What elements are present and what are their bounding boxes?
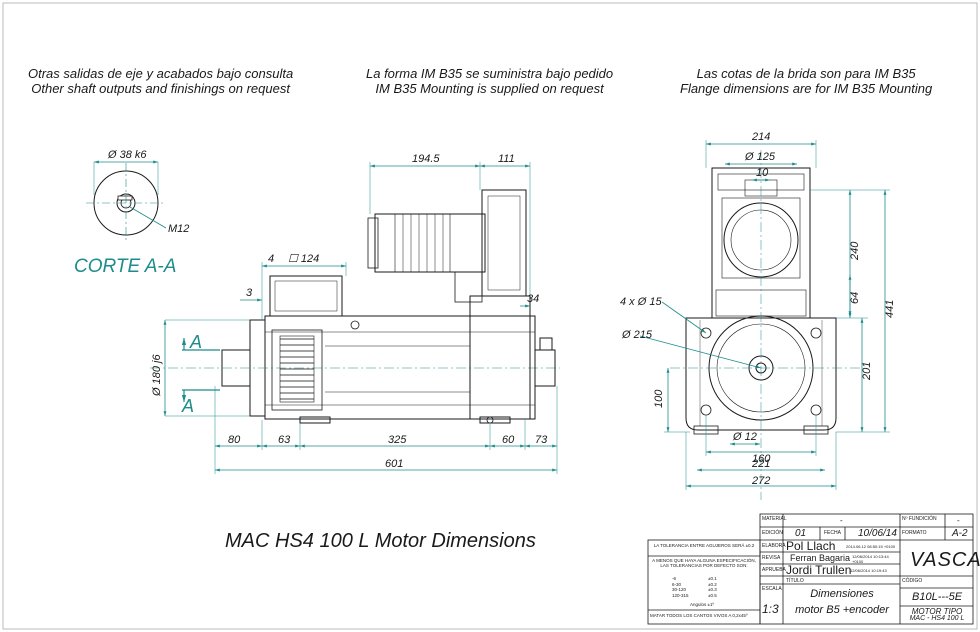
- tb-motor-tipo-2: MAC - HS4 100 L: [909, 615, 965, 622]
- dim-4: 4: [268, 253, 274, 265]
- note-im-b35: La forma IM B35 se suministra bajo pedid…: [366, 66, 613, 96]
- tb-tol-row: -6±0.1: [672, 576, 717, 581]
- dim-160: 160: [752, 453, 771, 465]
- title-block-grid: [647, 513, 974, 625]
- dim-3: 3: [246, 287, 253, 299]
- dim-325: 325: [388, 434, 407, 446]
- tb-aprueba-date: 12/06/2014 10:19:43: [850, 568, 887, 573]
- tb-aprueba-value: Jordi Trullen: [786, 563, 852, 577]
- dim-194-5: 194.5: [412, 153, 440, 165]
- note-b35-en: IM B35 Mounting is supplied on request: [375, 81, 604, 96]
- dim-73: 73: [535, 434, 548, 446]
- dim-111: 111: [498, 153, 515, 165]
- section-label: CORTE A-A: [74, 256, 176, 277]
- tb-fecha-value: 10/06/14: [858, 528, 897, 539]
- dim-dia-12: Ø 12: [732, 431, 757, 443]
- tb-elabora-date: 2014.06.12 08:50:15 +0100: [846, 544, 896, 549]
- section-dia-label: Ø 38 k6: [107, 149, 147, 161]
- note-b35-es: La forma IM B35 se suministra bajo pedid…: [366, 66, 614, 81]
- dim-34: 34: [527, 293, 539, 305]
- tb-codigo-value: B10L---5E: [912, 591, 963, 603]
- dim-dia-180: Ø 180 j6: [151, 354, 163, 397]
- cut-label-top: A: [189, 332, 202, 352]
- section-thread-label: M12: [168, 223, 189, 235]
- tb-tol-row: 120-315±0.5: [672, 592, 717, 598]
- note-shaft-outputs: Otras salidas de eje y acabados bajo con…: [28, 66, 293, 96]
- tb-motor-tipo-1: MOTOR TIPO: [911, 607, 963, 616]
- tb-escala-value: 1:3: [762, 602, 779, 616]
- dim-240: 240: [849, 241, 861, 261]
- tb-elabora-value: Pol Llach: [786, 539, 836, 553]
- note-flange-en: Flange dimensions are for IM B35 Mountin…: [680, 81, 933, 96]
- dim-100: 100: [653, 389, 665, 408]
- tb-nfundicion-value: -: [957, 516, 960, 525]
- dim-601: 601: [385, 458, 403, 470]
- tb-nfundicion-label: Nº FUNDICIÓN: [902, 516, 937, 522]
- tb-tol-row: 30-120±0.3: [672, 587, 717, 592]
- note-flange-es: Las cotas de la brida son para IM B35: [696, 66, 916, 81]
- tb-edges: MATAR TODOS LOS CANTOS VIVOS A 0,2x45º: [650, 613, 748, 618]
- dim-201: 201: [861, 362, 873, 381]
- tb-elabora-label: ELABORA: [762, 543, 786, 549]
- tb-revisa-label: REVISA: [762, 555, 781, 561]
- cut-label-bottom: A: [181, 396, 194, 416]
- dim-64: 64: [849, 292, 861, 304]
- tb-angles: Angulos ±1º: [690, 602, 715, 607]
- dim-124: ☐ 124: [288, 253, 319, 265]
- dim-441: 441: [884, 300, 896, 318]
- tb-edicion-value: 01: [795, 528, 807, 539]
- dim-80: 80: [228, 434, 241, 446]
- tb-tolerance-title: LA TOLERANCIA ENTRE AGUJEROS SERÁ ±0.2: [653, 543, 755, 548]
- side-view-dimensions: [163, 162, 558, 474]
- dim-221: 221: [751, 458, 770, 470]
- tb-codigo-label: CÓDIGO: [902, 578, 923, 584]
- tb-logo: VASCAT: [910, 549, 980, 571]
- dim-dia-125: Ø 125: [744, 151, 776, 163]
- note-shaft-es: Otras salidas de eje y acabados bajo con…: [28, 66, 294, 81]
- drawing-title: MAC HS4 100 L Motor Dimensions: [225, 530, 536, 552]
- tb-revisa-date: 12/06/2014 10:13:44 +0100: [852, 554, 889, 564]
- tb-formato-value: A-2: [952, 528, 968, 539]
- end-view-dimensions: [639, 140, 890, 500]
- note-shaft-en: Other shaft outputs and finishings on re…: [31, 81, 290, 96]
- dim-dia-215: Ø 215: [621, 329, 653, 341]
- tb-material-value: -: [840, 516, 843, 525]
- dim-10: 10: [756, 167, 769, 179]
- side-view: [150, 189, 560, 424]
- tb-titulo-line1: Dimensiones: [810, 588, 874, 600]
- tb-fecha-label: FECHA: [824, 530, 841, 536]
- tb-revisa-value: Ferran Bagaria: [790, 553, 851, 563]
- tb-edicion-label: EDICIÓN: [762, 530, 783, 536]
- tb-aprueba-label: APRUEBA: [762, 567, 786, 573]
- tb-titulo-line2: motor B5 +encoder: [795, 604, 889, 616]
- section-a-a: Ø 38 k6 M12 CORTE A-A: [74, 149, 189, 277]
- dim-214: 214: [751, 131, 770, 143]
- tb-tolerance-note: A MENOS QUE HAYA ALGUNA ESPECIFICACIÓN, …: [652, 558, 756, 568]
- tb-formato-label: FORMATO: [902, 530, 927, 536]
- tb-tol-rows: -6±0.1 6-30±0.2 30-120±0.3 120-315±0.5: [672, 576, 717, 598]
- cut-markers: [181, 338, 220, 402]
- note-flange: Las cotas de la brida son para IM B35 Fl…: [680, 66, 932, 96]
- tb-tol-row: 6-30±0.2: [672, 581, 717, 587]
- tb-material-label: MATERIAL: [762, 516, 787, 522]
- dim-63: 63: [278, 434, 291, 446]
- dim-272: 272: [751, 475, 770, 487]
- dim-holes: 4 x Ø 15: [620, 296, 662, 308]
- tb-titulo-label: TÍTULO: [786, 578, 804, 584]
- tb-escala-label: ESCALA: [762, 586, 782, 592]
- dim-60: 60: [502, 434, 515, 446]
